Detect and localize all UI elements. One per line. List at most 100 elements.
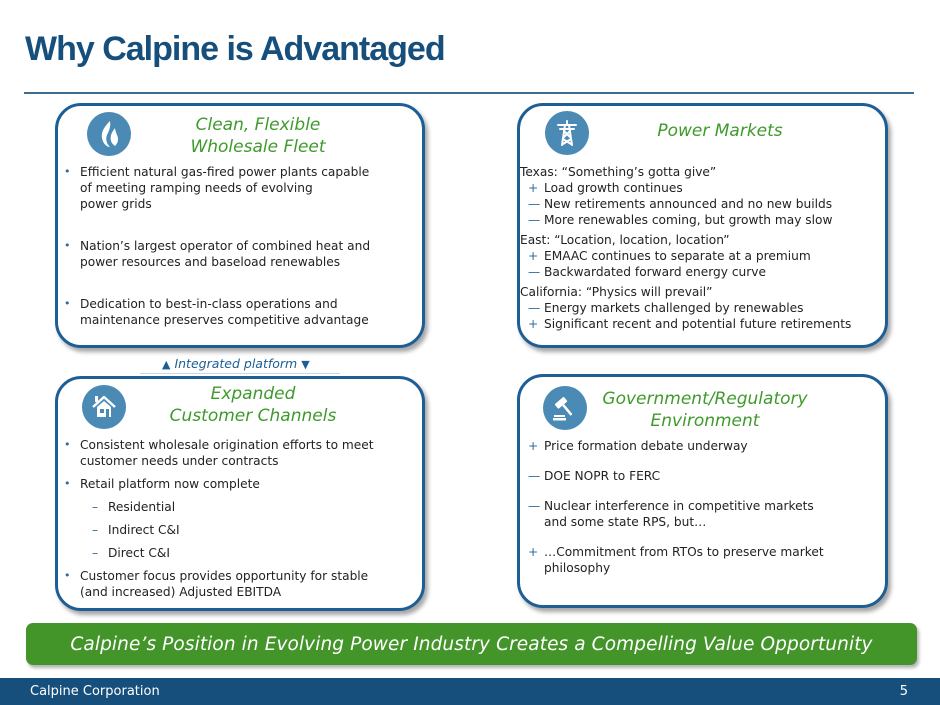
market-item-text: Significant recent and potential future … [544,317,852,331]
market-item: +Load growth continues [520,180,890,196]
market-group-heading: California: “Physics will prevail” [520,285,713,299]
government-item-text: DOE NOPR to FERC [544,469,661,483]
plus-icon: + [528,439,539,453]
card-title: Power Markets [657,121,783,141]
bullet-text: customer needs under contracts [80,454,279,468]
card-power-markets: Power Markets Texas: “Something’s gotta … [517,103,888,348]
card-title: Government/Regulatory Environment [595,388,815,432]
market-item: —Backwardated forward energy curve [520,264,890,280]
market-item-text: Backwardated forward energy curve [544,265,766,279]
gavel-icon [543,386,587,430]
bullet-dot-icon: • [64,477,71,490]
market-item-text: More renewables coming, but growth may s… [544,213,833,227]
market-group-heading: Texas: “Something’s gotta give” [520,165,717,179]
minus-icon: — [528,265,541,279]
plus-icon: + [528,249,539,263]
market-group-east: East: “Location, location, location” + EM… [520,232,890,280]
card-clean-flexible-fleet: Clean, Flexible Wholesale Fleet • Effici… [55,103,425,348]
bullet-dot-icon: • [64,438,71,451]
government-bullets: + Price formation debate underway — DOE … [520,438,880,576]
minus-icon: — [528,213,541,227]
dash-icon: – [92,500,99,514]
card-expanded-customer-channels: Expanded Customer Channels • Consistent … [55,376,425,611]
minus-icon: — [528,197,541,211]
bullet-text: power grids [80,197,152,211]
value-opportunity-banner: Calpine’s Position in Evolving Power Ind… [26,623,917,665]
card-title-line: Environment [650,411,760,431]
market-group-heading: East: “Location, location, location” [520,233,730,247]
bullet-item: • Efficient natural gas-fired power plan… [58,164,418,212]
sub-item-text: Indirect C&I [108,523,180,537]
bullet-dot-icon: • [64,165,71,178]
minus-icon: — [528,499,541,513]
bullet-item: • Retail platform now complete [58,476,418,492]
card-title: Clean, Flexible Wholesale Fleet [158,114,358,158]
page-number: 5 [899,684,908,699]
market-item: —Energy markets challenged by renewables [520,300,890,316]
dash-icon: – [92,523,99,537]
card-government-regulatory: Government/Regulatory Environment + Pric… [517,374,888,608]
title-divider [24,92,914,94]
government-item: + …Commitment from RTOs to preserve mark… [520,544,880,576]
card-title-line: Wholesale Fleet [190,137,326,157]
plus-icon: + [528,545,539,559]
bullet-text: Efficient natural gas-fired power plants… [80,165,370,179]
sub-item-text: Direct C&I [108,546,170,560]
page-title: Why Calpine is Advantaged [25,30,446,68]
sub-item-text: Residential [108,500,176,514]
government-item: + Price formation debate underway [520,438,880,454]
bullet-item: • Consistent wholesale origination effor… [58,437,418,469]
customer-bullets: • Consistent wholesale origination effor… [58,437,418,600]
bullet-item: • Customer focus provides opportunity fo… [58,568,418,600]
bullet-text: power resources and baseload renewables [80,255,341,269]
government-item: — Nuclear interference in competitive ma… [520,498,880,530]
government-item: — DOE NOPR to FERC [520,468,880,484]
bullet-dot-icon: • [64,569,71,582]
sub-item: –Indirect C&I [58,522,418,538]
integrated-platform-label: ▲ Integrated platform ▼ [162,356,310,371]
bullet-item: • Dedication to best-in-class operations… [58,296,418,328]
card-title-line: Government/Regulatory [602,389,808,409]
sub-item: –Residential [58,499,418,515]
card-title-line: Customer Channels [169,406,337,426]
integrated-platform-text: Integrated platform [174,356,298,371]
up-triangle-icon: ▲ [162,358,171,371]
market-item: —More renewables coming, but growth may … [520,212,890,228]
banner-text: Calpine’s Position in Evolving Power Ind… [70,633,873,655]
bullet-text: Customer focus provides opportunity for … [80,569,369,583]
market-item: + Significant recent and potential future… [520,316,890,332]
government-item-text: Nuclear interference in competitive mark… [544,499,814,513]
government-item-text: Price formation debate underway [544,439,748,453]
bullet-text: Consistent wholesale origination efforts… [80,438,374,452]
footer-company: Calpine Corporation [30,684,160,699]
bullet-dot-icon: • [64,297,71,310]
card-title: Expanded Customer Channels [138,383,368,427]
bullet-dot-icon: • [64,239,71,252]
market-item-text: EMAAC continues to separate at a premium [544,249,811,263]
fleet-bullets: • Efficient natural gas-fired power plan… [58,164,418,328]
bullet-text: maintenance preserves competitive advant… [80,313,369,327]
bullet-item: • Nation’s largest operator of combined … [58,238,418,270]
government-item-text: and some state RPS, but… [544,515,707,529]
market-item-text: New retirements announced and no new bui… [544,197,833,211]
house-icon [82,385,126,429]
market-group-texas: Texas: “Something’s gotta give” +Load gr… [520,164,890,228]
government-item-text: …Commitment from RTOs to preserve market [544,545,824,559]
government-item-text: philosophy [544,561,611,575]
flame-icon [87,112,131,156]
plus-icon: + [528,317,539,331]
card-title-line: Clean, Flexible [195,115,321,135]
market-group-california: California: “Physics will prevail” —Ener… [520,284,890,332]
bullet-text: (and increased) Adjusted EBITDA [80,585,282,599]
card-title-line: Expanded [210,384,296,404]
dash-icon: – [92,546,99,560]
minus-icon: — [528,301,541,315]
bullet-text: Dedication to best-in-class operations a… [80,297,338,311]
bullet-text: Retail platform now complete [80,477,260,491]
bullet-text: of meeting ramping needs of evolving [80,181,313,195]
down-triangle-icon: ▼ [301,358,310,371]
transmission-tower-icon [545,111,589,155]
integrated-divider [140,373,340,374]
market-bullets: Texas: “Something’s gotta give” +Load gr… [520,164,890,332]
market-item: —New retirements announced and no new bu… [520,196,890,212]
